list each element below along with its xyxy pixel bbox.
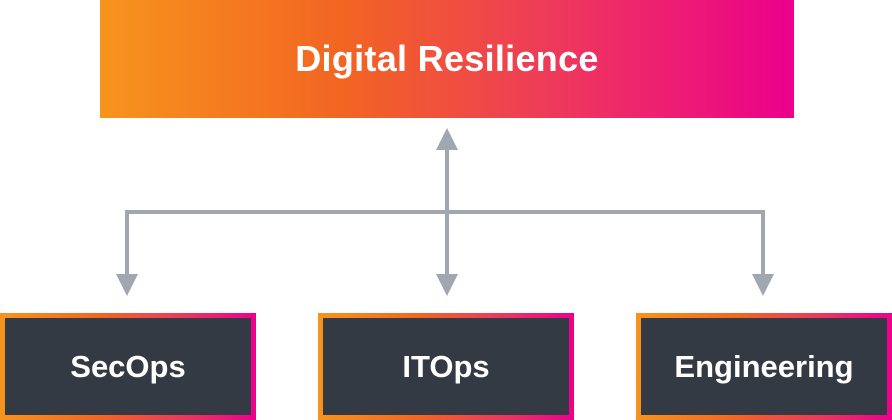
arrow-down-icon [116,274,138,296]
child-node-engineering: Engineering [636,313,892,420]
child-node-itops: ITOps [318,313,574,420]
top-node-digital-resilience: Digital Resilience [100,0,794,118]
child-node-inner: ITOps [323,318,569,415]
arrow-down-icon [752,274,774,296]
child-node-label: ITOps [402,348,490,384]
child-node-label: Engineering [674,348,854,384]
child-node-inner: SecOps [5,318,251,415]
child-node-inner: Engineering [641,318,887,415]
arrow-down-icon [436,274,458,296]
top-node-label: Digital Resilience [295,38,599,79]
arrow-up-icon [436,128,458,150]
child-node-label: SecOps [70,348,186,384]
child-node-secops: SecOps [0,313,256,420]
